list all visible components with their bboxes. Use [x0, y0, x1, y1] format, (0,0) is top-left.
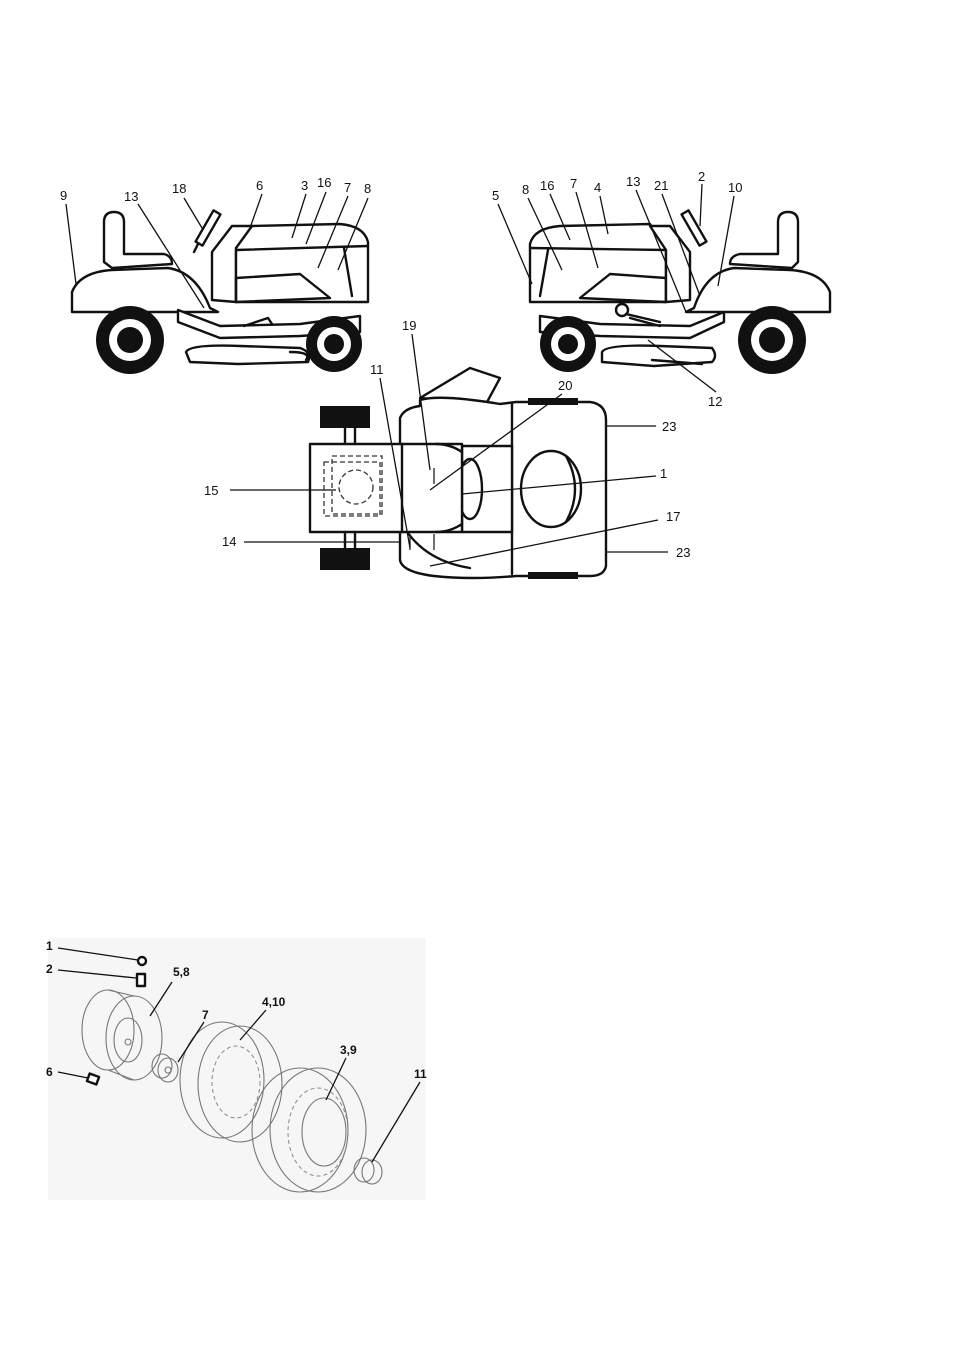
- callout-label: 3,9: [340, 1043, 357, 1057]
- callout-label: 1: [660, 466, 667, 481]
- hood: [236, 224, 368, 302]
- callout-label: 11: [414, 1067, 427, 1081]
- callout-label: 7: [344, 180, 351, 195]
- rear-tire: [528, 398, 578, 405]
- leader-line: [250, 194, 262, 228]
- callout-label: 5: [492, 188, 499, 203]
- callout-label: 2: [46, 962, 53, 976]
- callout-label: 19: [402, 318, 416, 333]
- callout-label: 2: [698, 169, 705, 184]
- callout-label: 16: [317, 175, 331, 190]
- valve-stem: [137, 974, 145, 986]
- leader-line: [700, 184, 702, 226]
- front-wheel-hub: [324, 334, 344, 354]
- callout-label: 15: [204, 483, 218, 498]
- callout-label: 6: [46, 1065, 53, 1079]
- callout-label: 5,8: [173, 965, 190, 979]
- callout-label: 12: [708, 394, 722, 409]
- callout-label: 7: [570, 176, 577, 191]
- callout-label: 4,10: [262, 995, 286, 1009]
- tractor-left-side-view: 9 13 18 6 3 16 7 8: [60, 175, 371, 374]
- callout-label: 20: [558, 378, 572, 393]
- valve-cap: [138, 957, 146, 965]
- steering-wheel: [196, 210, 221, 245]
- callout-label: 17: [666, 509, 680, 524]
- callout-label: 6: [256, 178, 263, 193]
- front-tire: [320, 406, 370, 428]
- callout-label: 9: [60, 188, 67, 203]
- callout-label: 16: [540, 178, 554, 193]
- leader-line: [66, 204, 76, 284]
- seat: [730, 212, 798, 268]
- leader-line: [498, 204, 532, 284]
- seat: [521, 451, 581, 527]
- seat: [104, 212, 172, 268]
- tractor-right-side-view: 5 8 16 7 4 13 21 2 10 12: [492, 169, 830, 409]
- front-wheel-hub: [558, 334, 578, 354]
- callout-label: 8: [364, 181, 371, 196]
- hood: [530, 224, 666, 302]
- callout-label: 1: [46, 939, 53, 953]
- callout-label: 10: [728, 180, 742, 195]
- steering-wheel: [682, 210, 707, 245]
- callout-label: 13: [124, 189, 138, 204]
- mower-deck: [186, 346, 309, 364]
- rear-fender: [686, 268, 830, 312]
- rear-wheel-hub: [117, 327, 143, 353]
- rear-fender: [72, 268, 218, 312]
- callout-label: 11: [370, 362, 384, 377]
- callout-label: 18: [172, 181, 186, 196]
- callout-label: 21: [654, 178, 668, 193]
- wheel-bolt: [87, 1074, 99, 1085]
- front-tire: [320, 548, 370, 570]
- callout-label: 3: [301, 178, 308, 193]
- wheel-exploded-view: 1 2 5,8 7 4,10 6 3,9 11: [46, 938, 427, 1200]
- callout-label: 14: [222, 534, 236, 549]
- callout-label: 23: [662, 419, 676, 434]
- leader-line: [184, 198, 202, 228]
- callout-label: 8: [522, 182, 529, 197]
- callout-label: 13: [626, 174, 640, 189]
- rear-tire: [528, 572, 578, 579]
- rear-wheel-hub: [759, 327, 785, 353]
- callout-label: 4: [594, 180, 601, 195]
- callout-label: 7: [202, 1008, 209, 1022]
- callout-label: 23: [676, 545, 690, 560]
- hood: [310, 444, 462, 532]
